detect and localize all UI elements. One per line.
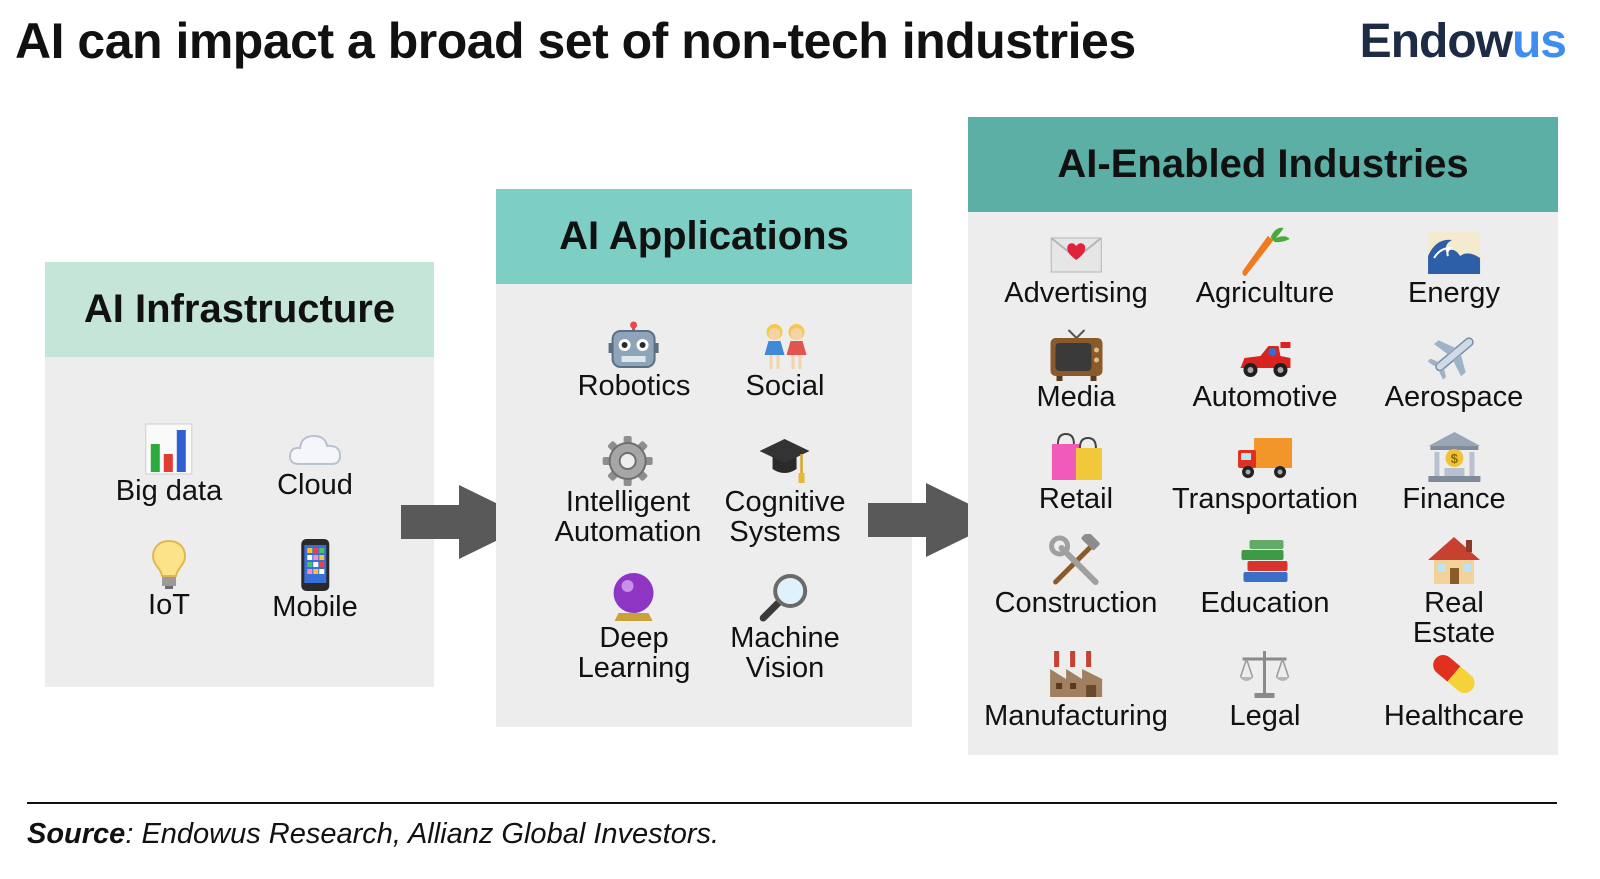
ai-applications-title: AI Applications bbox=[496, 189, 912, 284]
item-transportation: Transportation bbox=[1172, 430, 1358, 514]
item-retail: Retail bbox=[1039, 430, 1113, 514]
love-letter-icon bbox=[1050, 237, 1102, 273]
shopping-bags-icon bbox=[1052, 432, 1102, 480]
bar-chart-icon bbox=[145, 423, 193, 475]
item-education: Education bbox=[1201, 534, 1330, 618]
item-automotive: Automotive bbox=[1192, 328, 1338, 412]
arrow-infrastructure-to-applications bbox=[401, 485, 535, 559]
wave-icon bbox=[1427, 232, 1480, 274]
robot-icon bbox=[608, 321, 659, 368]
source-note: Source: Endowus Research, Allianz Global… bbox=[27, 818, 720, 850]
item-media: Media bbox=[1037, 328, 1116, 412]
pill-icon bbox=[1433, 655, 1475, 693]
item-legal: Legal bbox=[1230, 647, 1300, 731]
item-machine-vision: Machine Vision bbox=[730, 571, 840, 683]
item-aerospace: Aerospace bbox=[1385, 328, 1523, 412]
carrot-icon bbox=[1242, 227, 1290, 276]
airplane-icon bbox=[1427, 337, 1475, 380]
item-robotics: Robotics bbox=[578, 321, 690, 401]
factory-icon bbox=[1050, 651, 1102, 697]
ai-infrastructure-panel: AI Infrastructure Big data Cloud IoT bbox=[45, 262, 434, 687]
item-intelligent-automation: Intelligent Automation bbox=[555, 435, 701, 547]
item-cognitive-systems: Cognitive Systems bbox=[725, 435, 845, 547]
page-title: AI can impact a broad set of non-tech in… bbox=[15, 13, 1136, 69]
arrow-applications-to-industries bbox=[868, 483, 1002, 557]
item-healthcare: Healthcare bbox=[1384, 647, 1524, 731]
gear-icon bbox=[602, 436, 653, 486]
item-agriculture: Agriculture bbox=[1196, 226, 1334, 308]
house-icon bbox=[1428, 537, 1480, 584]
ai-enabled-industries-panel: AI-Enabled Industries Advertising Agricu… bbox=[968, 117, 1558, 755]
item-advertising: Advertising bbox=[1004, 226, 1148, 308]
item-construction: Construction bbox=[995, 534, 1157, 618]
race-car-icon bbox=[1239, 342, 1290, 377]
mobile-phone-icon bbox=[301, 539, 329, 591]
magnifier-icon bbox=[759, 574, 807, 622]
scales-icon bbox=[1240, 651, 1290, 698]
cloud-icon bbox=[288, 434, 342, 465]
footer-divider bbox=[27, 802, 1557, 804]
light-bulb-icon bbox=[151, 539, 187, 589]
item-mobile: Mobile bbox=[272, 538, 358, 622]
item-manufacturing: Manufacturing bbox=[984, 647, 1168, 731]
ai-enabled-industries-title: AI-Enabled Industries bbox=[968, 117, 1558, 212]
crystal-ball-icon bbox=[614, 573, 654, 621]
ai-applications-panel: AI Applications Robotics Social bbox=[496, 189, 912, 727]
graduation-cap-icon bbox=[760, 439, 810, 483]
item-cloud: Cloud bbox=[277, 430, 353, 500]
books-icon bbox=[1241, 540, 1287, 582]
item-finance: $ Finance bbox=[1402, 430, 1506, 514]
item-big-data: Big data bbox=[116, 422, 222, 506]
item-iot: IoT bbox=[148, 538, 190, 620]
item-real-estate: Real Estate bbox=[1402, 534, 1506, 648]
hammer-wrench-icon bbox=[1049, 534, 1101, 585]
ai-infrastructure-title: AI Infrastructure bbox=[45, 262, 434, 357]
delivery-truck-icon bbox=[1237, 438, 1292, 478]
endowus-logo: Endowus bbox=[1359, 15, 1567, 68]
people-icon bbox=[764, 324, 806, 369]
bank-icon: $ bbox=[1427, 432, 1480, 482]
svg-text:$: $ bbox=[1450, 451, 1458, 466]
item-energy: Energy bbox=[1408, 226, 1500, 308]
item-social: Social bbox=[746, 321, 825, 401]
television-icon bbox=[1050, 329, 1102, 381]
item-deep-learning: Deep Learning bbox=[578, 571, 690, 683]
